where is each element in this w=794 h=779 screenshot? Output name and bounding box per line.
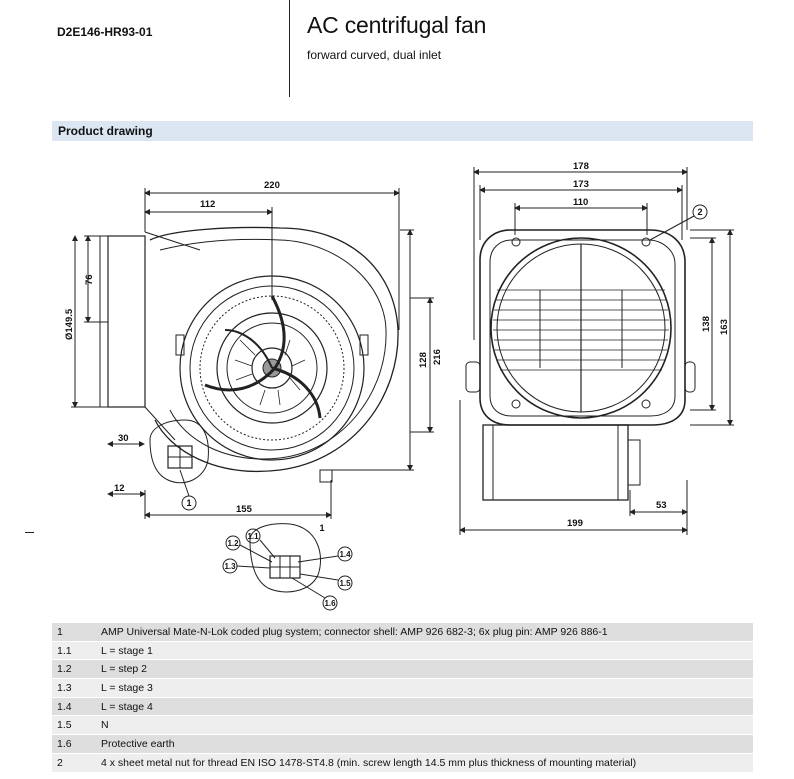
dim-76: 76 — [84, 274, 95, 285]
connector-detail — [222, 523, 353, 611]
legend-key: 1.4 — [52, 697, 96, 717]
callout-1-5: 1.5 — [339, 579, 351, 588]
legend-row: 1.4 L = stage 4 — [52, 697, 753, 717]
legend-key: 1.2 — [52, 659, 96, 680]
legend-key: 1.1 — [52, 641, 96, 661]
legend-key: 1.5 — [52, 715, 96, 736]
legend-text: L = stage 3 — [96, 678, 753, 698]
dim-149-5: Ø149.5 — [64, 308, 75, 340]
front-view — [459, 167, 734, 535]
dim-216: 216 — [432, 349, 443, 365]
section-header: Product drawing — [52, 121, 753, 141]
callout-1-detail: 1 — [319, 523, 324, 533]
margin-mark — [25, 532, 34, 533]
legend-key: 2 — [52, 753, 96, 773]
section-title: Product drawing — [58, 124, 153, 138]
legend-row: 1.5 N — [52, 715, 753, 736]
legend-text: L = stage 4 — [96, 697, 753, 717]
dim-178: 178 — [573, 161, 589, 172]
legend-text: 4 x sheet metal nut for thread EN ISO 14… — [96, 753, 753, 773]
callout-1-1: 1.1 — [247, 532, 259, 541]
legend-text: AMP Universal Mate-N-Lok coded plug syst… — [96, 623, 753, 642]
legend-text: N — [96, 715, 753, 736]
header-divider — [289, 0, 290, 97]
dim-155: 155 — [236, 504, 253, 515]
dim-112: 112 — [200, 199, 215, 210]
legend-key: 1 — [52, 623, 96, 642]
legend-row: 1.6 Protective earth — [52, 734, 753, 754]
model-number: D2E146-HR93-01 — [57, 25, 153, 39]
legend-row: 1 AMP Universal Mate-N-Lok coded plug sy… — [52, 623, 753, 642]
legend-text: L = stage 1 — [96, 641, 753, 661]
legend-key: 1.6 — [52, 734, 96, 754]
dim-220: 220 — [264, 180, 280, 191]
dim-128: 128 — [418, 352, 429, 368]
product-title: AC centrifugal fan — [307, 12, 487, 38]
legend-row: 1.2 L = step 2 — [52, 659, 753, 680]
dim-163: 163 — [719, 319, 730, 335]
dim-30: 30 — [118, 433, 129, 444]
legend-text: L = step 2 — [96, 659, 753, 680]
dim-173: 173 — [573, 179, 589, 190]
callout-1-2: 1.2 — [227, 539, 239, 548]
product-subtitle: forward curved, dual inlet — [307, 48, 442, 62]
legend-row: 2 4 x sheet metal nut for thread EN ISO … — [52, 753, 753, 773]
legend-row: 1.3 L = stage 3 — [52, 678, 753, 698]
dim-110: 110 — [573, 197, 588, 208]
side-view — [71, 188, 434, 519]
dim-138: 138 — [701, 316, 712, 332]
callout-1-4: 1.4 — [339, 550, 351, 559]
legend-text: Protective earth — [96, 734, 753, 754]
legend-row: 1.1 L = stage 1 — [52, 641, 753, 661]
callout-1: 1 — [186, 498, 191, 508]
legend-table: 1 AMP Universal Mate-N-Lok coded plug sy… — [52, 623, 753, 773]
legend-key: 1.3 — [52, 678, 96, 698]
dim-199: 199 — [567, 518, 583, 529]
dim-12: 12 — [114, 483, 125, 494]
callout-1-3: 1.3 — [224, 562, 236, 571]
dim-53: 53 — [656, 500, 667, 511]
product-drawing: 220 112 76 Ø149.5 128 216 30 12 155 178 … — [64, 161, 734, 611]
callout-1-6: 1.6 — [324, 599, 336, 608]
callout-2: 2 — [697, 207, 702, 217]
